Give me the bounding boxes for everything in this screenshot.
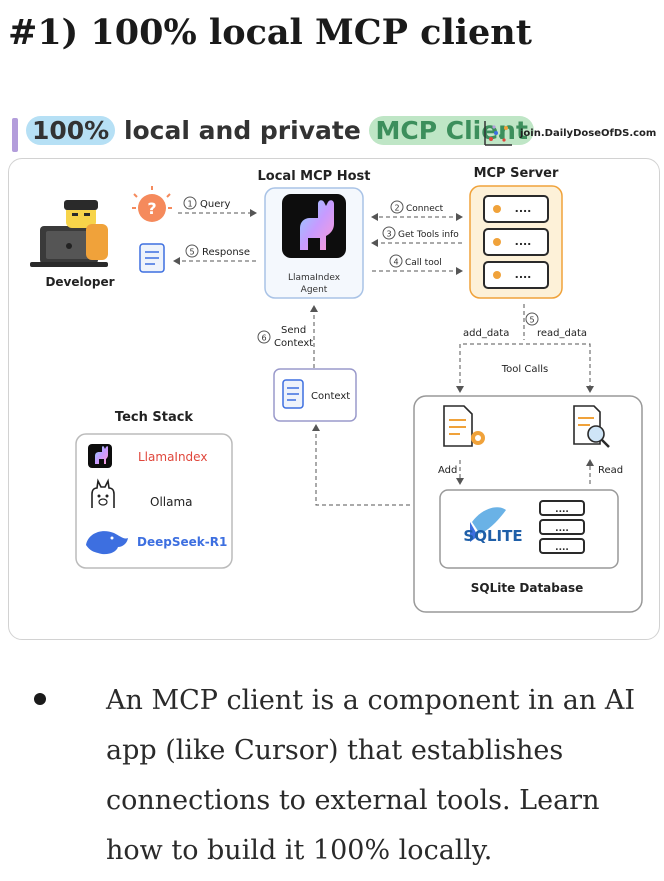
tech-stack-title: Tech Stack — [115, 410, 194, 425]
tech-llamaindex-label: LlamaIndex — [138, 450, 207, 464]
step4-badge — [389, 254, 403, 268]
step3-number: 3 — [386, 230, 391, 239]
step1-label: Query — [200, 199, 230, 210]
step6-number: 6 — [261, 334, 266, 343]
banner-title-middle: local and private — [115, 116, 370, 145]
developer-icon — [30, 200, 108, 267]
server-rack-dots-1: .... — [515, 202, 532, 215]
step3-badge — [382, 226, 396, 240]
diagram-banner: 100% local and private MCP Client join.D… — [12, 114, 656, 156]
tool-calls-label: Tool Calls — [501, 364, 548, 375]
add-tool-icon — [443, 405, 485, 447]
bullet-list: An MCP client is a component in an AI ap… — [30, 676, 650, 876]
banner-title: 100% local and private MCP Client — [26, 116, 534, 145]
developer-label: Developer — [45, 275, 114, 289]
step3-label: Get Tools info — [398, 230, 459, 240]
db-to-context-arrow — [312, 424, 410, 506]
server-rack-icon — [483, 195, 549, 289]
server-rack-dots-3: .... — [515, 268, 532, 281]
response-document-icon — [139, 243, 165, 273]
bullet-text: An MCP client is a component in an AI ap… — [106, 685, 636, 866]
brand-badge: join.DailyDoseOfDS.com — [482, 118, 656, 148]
brand-text: join.DailyDoseOfDS.com — [520, 127, 657, 139]
page-heading: #1) 100% local MCP client — [8, 12, 532, 53]
host-title: Local MCP Host — [258, 169, 371, 184]
read-data-label: read_data — [537, 328, 587, 339]
read-label: Read — [598, 465, 623, 476]
step5a-number: 5 — [189, 248, 194, 257]
list-item: An MCP client is a component in an AI ap… — [30, 676, 650, 876]
sqlite-logo-icon — [470, 507, 506, 542]
agent-label-line1: LlamaIndex — [288, 273, 341, 283]
step2-number: 2 — [394, 204, 399, 213]
step5b-number: 5 — [529, 316, 534, 325]
server-title: MCP Server — [474, 166, 559, 181]
add-label: Add — [438, 465, 457, 476]
tool-calls-bracket — [459, 343, 591, 390]
read-tool-icon — [573, 405, 610, 448]
step6-label-line1: Send — [281, 325, 306, 336]
tech-ollama-label: Ollama — [150, 495, 193, 509]
database-server-dots-2: .... — [555, 524, 569, 534]
step6-label-line2: Context — [274, 338, 313, 349]
tech-deepseek-icon — [86, 531, 128, 555]
database-server-icon — [539, 500, 585, 554]
step5a-badge — [185, 244, 199, 258]
context-label: Context — [311, 391, 350, 402]
step5a-label: Response — [202, 247, 250, 258]
bullet-dot — [34, 693, 46, 705]
server-rack-dots-2: .... — [515, 235, 532, 248]
database-server-dots-1: .... — [555, 505, 569, 515]
context-document-icon — [282, 379, 304, 409]
step2-label: Connect — [406, 204, 444, 214]
sqlite-logo-text: SQLITE — [463, 527, 522, 545]
tech-deepseek-label: DeepSeek-R1 — [137, 535, 227, 549]
chart-logo-icon — [484, 121, 512, 146]
add-data-label: add_data — [463, 328, 509, 339]
step1-badge — [183, 196, 197, 210]
step6-badge — [257, 330, 271, 344]
step1-number: 1 — [187, 200, 192, 209]
banner-title-highlight-percent: 100% — [26, 116, 116, 145]
database-server-dots-3: .... — [555, 543, 569, 553]
database-label: SQLite Database — [471, 581, 584, 595]
step4-label: Call tool — [405, 258, 442, 268]
step5b-badge — [525, 312, 539, 326]
question-bubble-icon: ? — [132, 186, 172, 222]
tech-ollama-icon — [91, 478, 115, 508]
banner-accent-bar — [12, 118, 18, 152]
svg-text:?: ? — [147, 199, 156, 218]
agent-label-line2: Agent — [301, 285, 328, 295]
step4-number: 4 — [393, 258, 398, 267]
